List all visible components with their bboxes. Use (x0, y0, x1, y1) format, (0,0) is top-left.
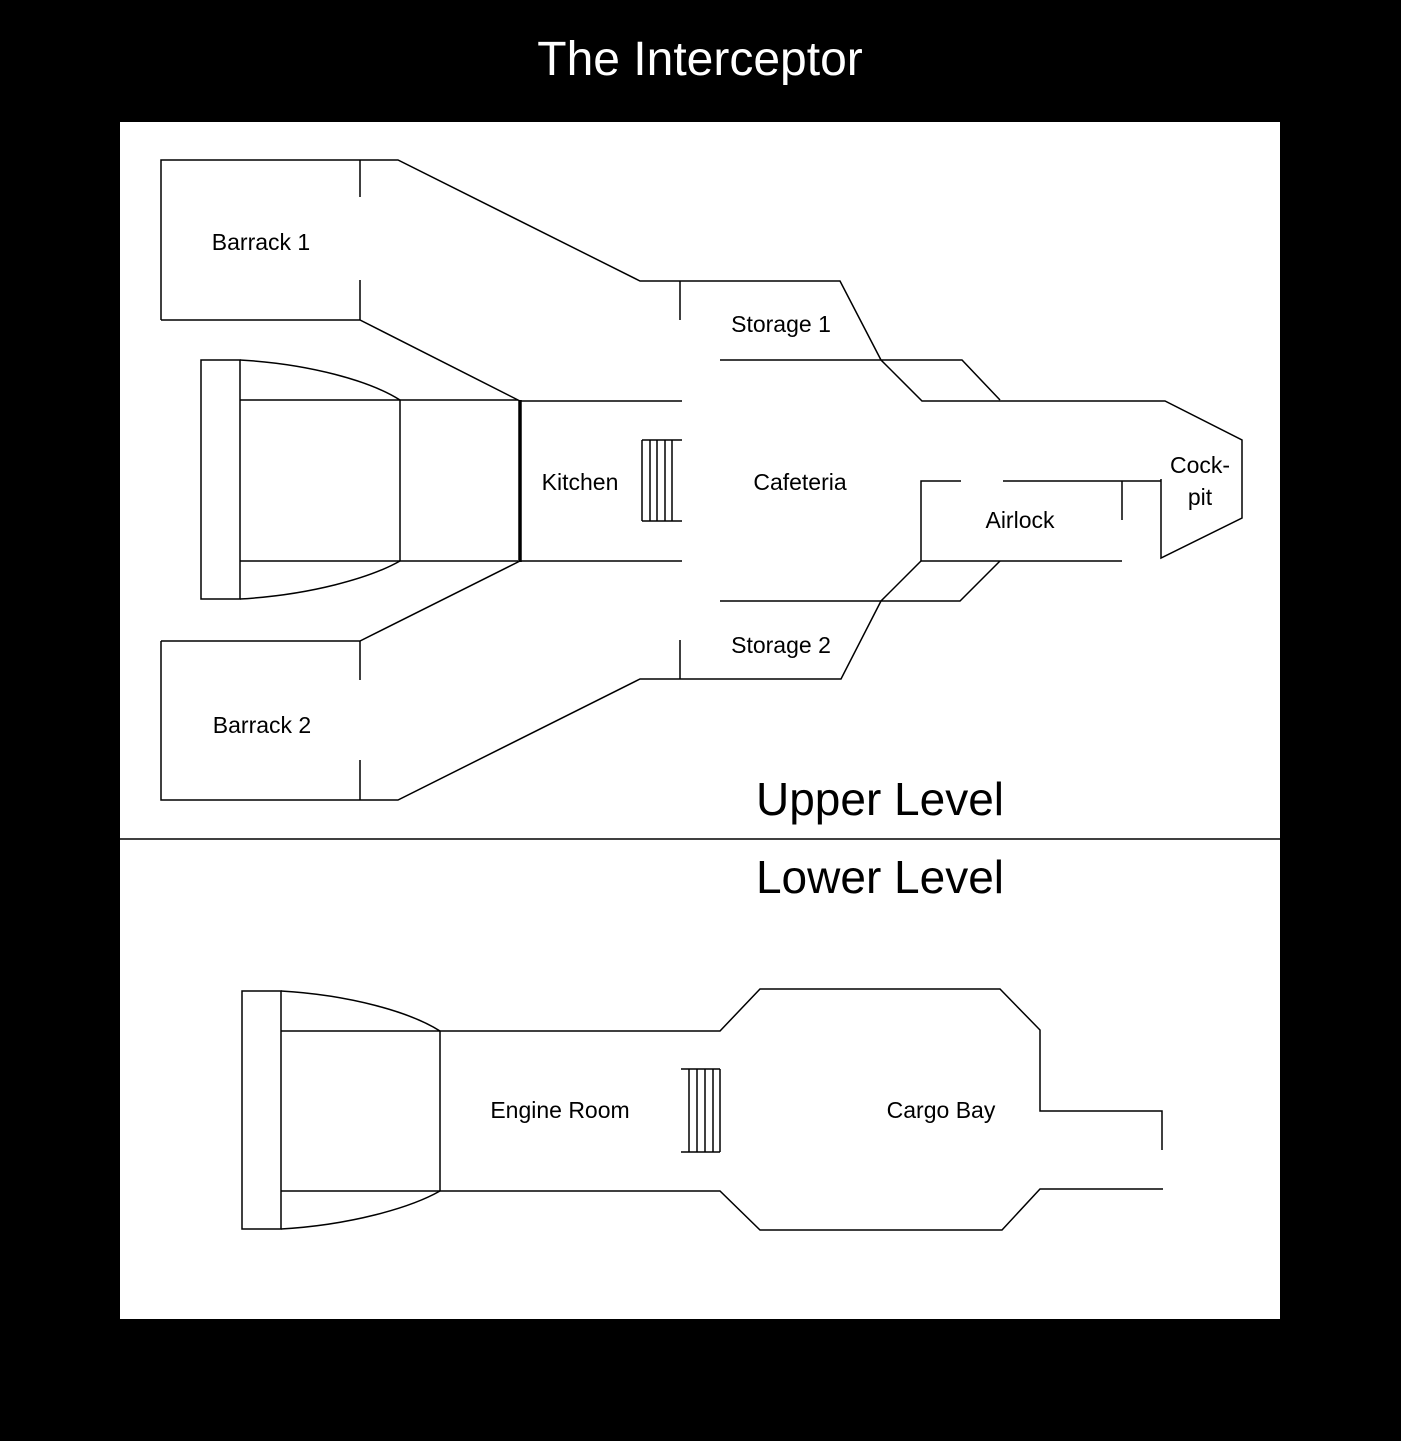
barrack1-label: Barrack 1 (212, 229, 310, 255)
barrack2-label: Barrack 2 (213, 712, 311, 738)
cargo-bay-label: Cargo Bay (887, 1097, 996, 1123)
kitchen-label: Kitchen (542, 469, 619, 495)
upper-hull-top-outline (160, 159, 1243, 560)
upper-ladder-hatch-icon (641, 439, 682, 522)
upper-engine-bell-curves (239, 359, 401, 600)
lower-hull-bottom-outline (281, 1188, 1163, 1231)
airlock-walls (920, 480, 1161, 562)
storage1-bottom-wall (720, 359, 1001, 401)
drawing-panel (120, 122, 1280, 1319)
storage2-top-wall (720, 560, 1001, 602)
airlock-label: Airlock (985, 507, 1055, 533)
lower-level-plan: Lower Level Engine Room Cargo Bay (241, 851, 1163, 1231)
upper-engine-housing-walls (240, 399, 518, 562)
upper-engine-nozzle (200, 359, 241, 600)
lower-hull-top-outline (281, 988, 1163, 1150)
upper-level-title: Upper Level (756, 773, 1004, 825)
cafeteria-label: Cafeteria (753, 469, 847, 495)
lower-ladder-hatch-icon (681, 1068, 721, 1153)
lower-engine-nozzle (241, 990, 282, 1230)
cockpit-label-line1: Cock- (1170, 452, 1230, 478)
storage1-label: Storage 1 (731, 311, 831, 337)
cockpit-label-line2: pit (1188, 484, 1213, 510)
ship-title: The Interceptor (537, 33, 863, 86)
upper-level-plan: Barrack 1 Storage 1 Kitchen Cafeteria Ai… (160, 159, 1243, 825)
lower-level-title: Lower Level (756, 851, 1004, 903)
storage2-label: Storage 2 (731, 632, 831, 658)
lower-engine-bell-curves (280, 990, 441, 1230)
kitchen-walls (520, 400, 682, 562)
engine-room-label: Engine Room (490, 1097, 629, 1123)
